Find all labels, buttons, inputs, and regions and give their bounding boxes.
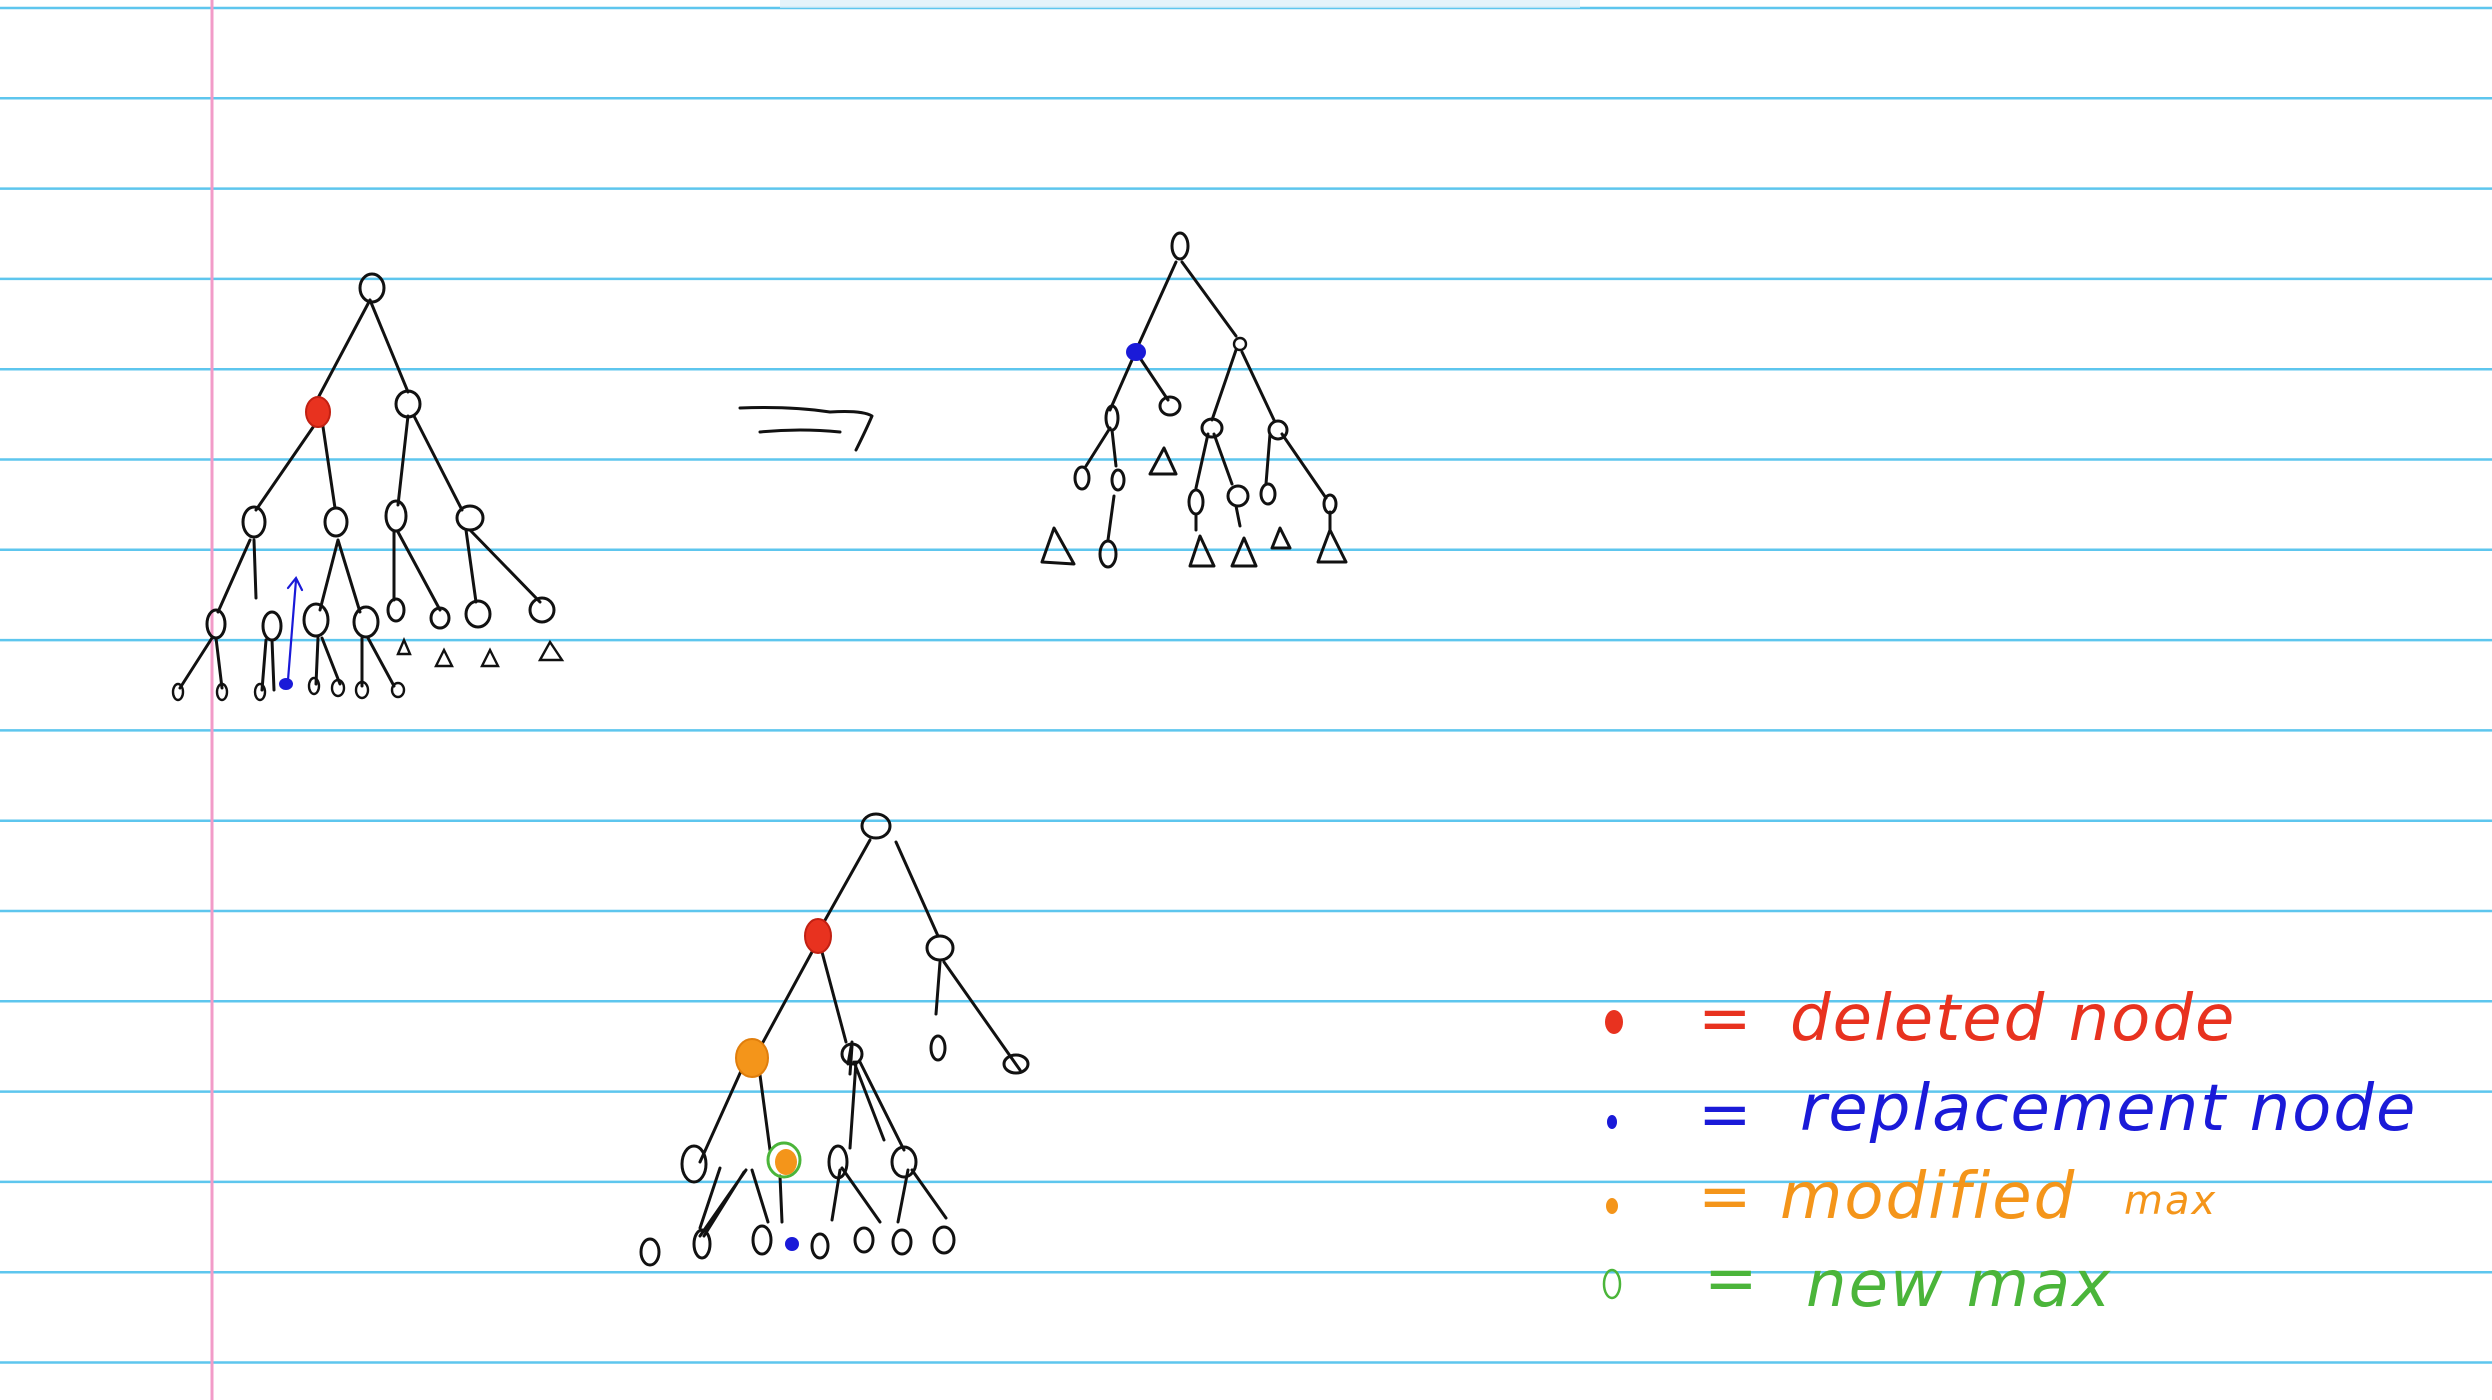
legend-replacement-eq: = [1698,1078,1754,1152]
legend-modified-swatch [1606,1198,1618,1214]
top-shadow [780,0,1580,8]
legend-new-max-label: new max [1806,1248,2112,1322]
tree-original [171,272,565,702]
legend-modified-extra: max [2124,1178,2217,1224]
legend: = deleted node = replacement node = modi… [1602,982,2417,1322]
tree-max-updates [639,812,1030,1267]
tree-after-replacement [1040,231,1348,569]
legend-new-max-eq: = [1704,1242,1760,1316]
legend-replacement-label: replacement node [1800,1072,2417,1146]
legend-new-max-swatch [1602,1268,1622,1300]
legend-deleted-eq: = [1698,982,1754,1056]
legend-deleted-label: deleted node [1790,982,2236,1056]
implies-arrow [738,406,874,452]
legend-modified-eq: = [1698,1160,1754,1234]
ruled-lines [0,6,2492,1364]
legend-replacement-swatch [1607,1115,1617,1129]
legend-modified-label: modified [1780,1160,2076,1234]
legend-deleted-swatch [1605,1010,1623,1034]
